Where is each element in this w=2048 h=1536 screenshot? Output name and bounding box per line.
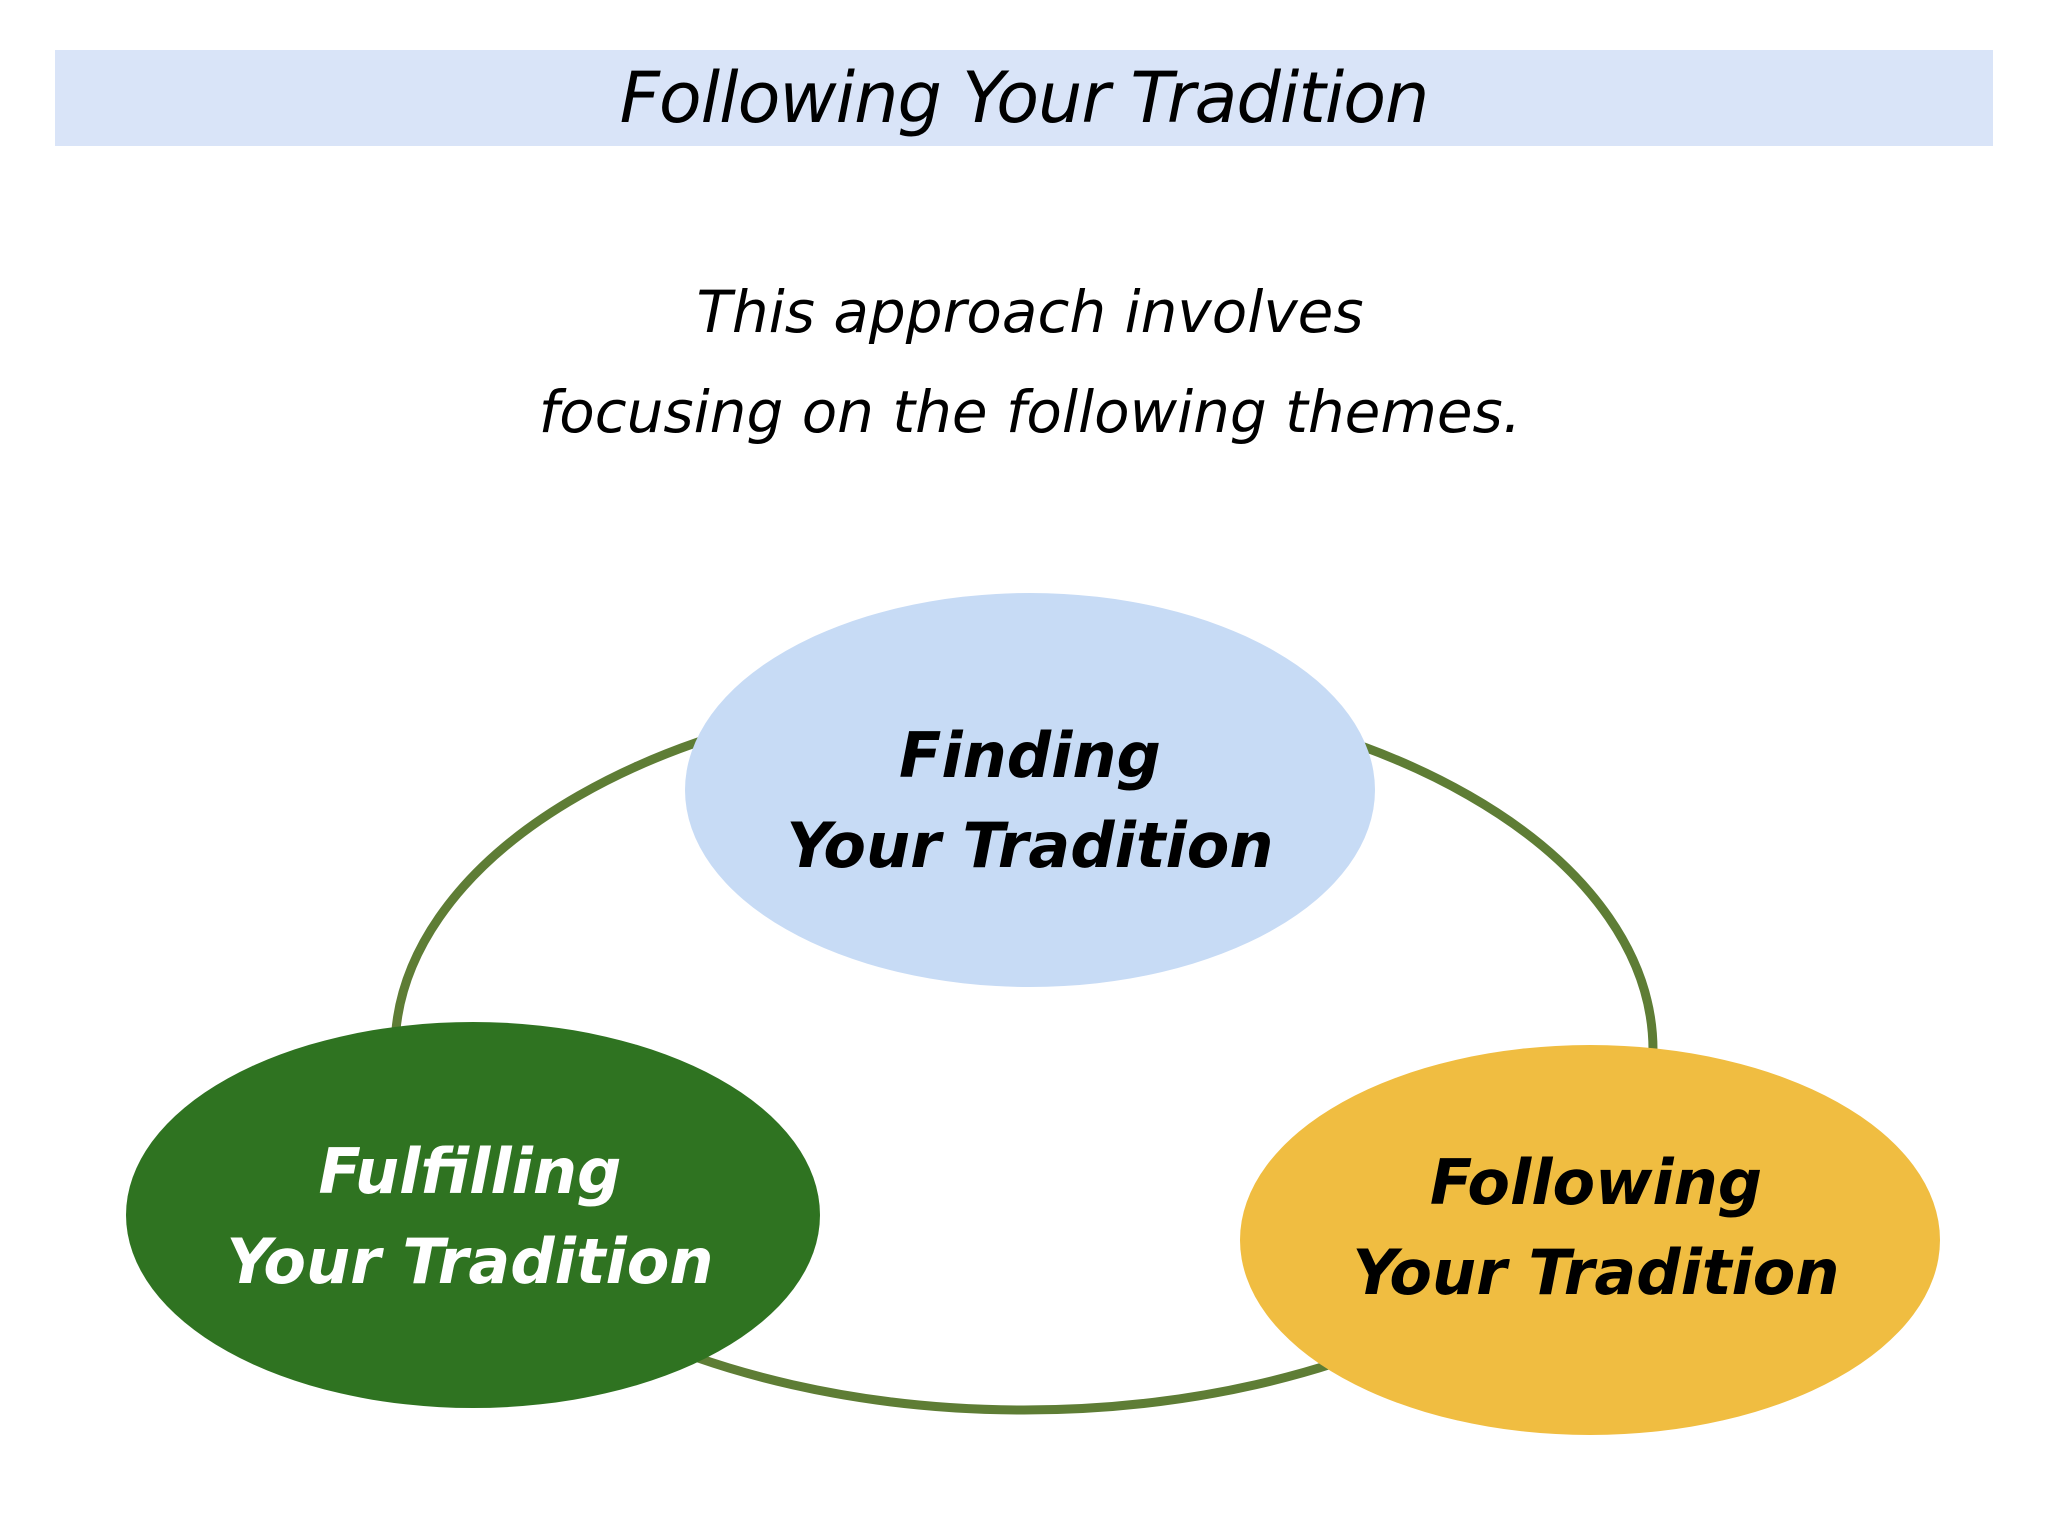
page-title: Following Your Tradition: [619, 57, 1430, 139]
node-label-finding: Finding Your Tradition: [630, 711, 1430, 891]
subtitle-line-2: focusing on the following themes.: [538, 378, 1522, 446]
node-label-finding-line-1: Finding: [899, 719, 1161, 792]
node-label-fulfilling-line-1: Fulfilling: [318, 1135, 622, 1208]
node-label-following-line-2: Your Tradition: [1352, 1236, 1840, 1309]
node-label-following: Following Your Tradition: [1196, 1138, 1996, 1318]
title-banner: Following Your Tradition: [55, 50, 1993, 146]
node-ellipse-following: [1240, 1045, 1940, 1435]
node-label-fulfilling: Fulfilling Your Tradition: [70, 1127, 870, 1307]
node-ellipse-fulfilling: [126, 1022, 820, 1408]
node-label-fulfilling-line-2: Your Tradition: [226, 1225, 714, 1298]
node-ellipse-finding: [685, 593, 1375, 987]
node-label-following-line-1: Following: [1429, 1146, 1763, 1219]
subtitle: This approach involves focusing on the f…: [0, 262, 2048, 462]
subtitle-line-1: This approach involves: [696, 278, 1364, 346]
node-label-finding-line-2: Your Tradition: [786, 809, 1274, 882]
